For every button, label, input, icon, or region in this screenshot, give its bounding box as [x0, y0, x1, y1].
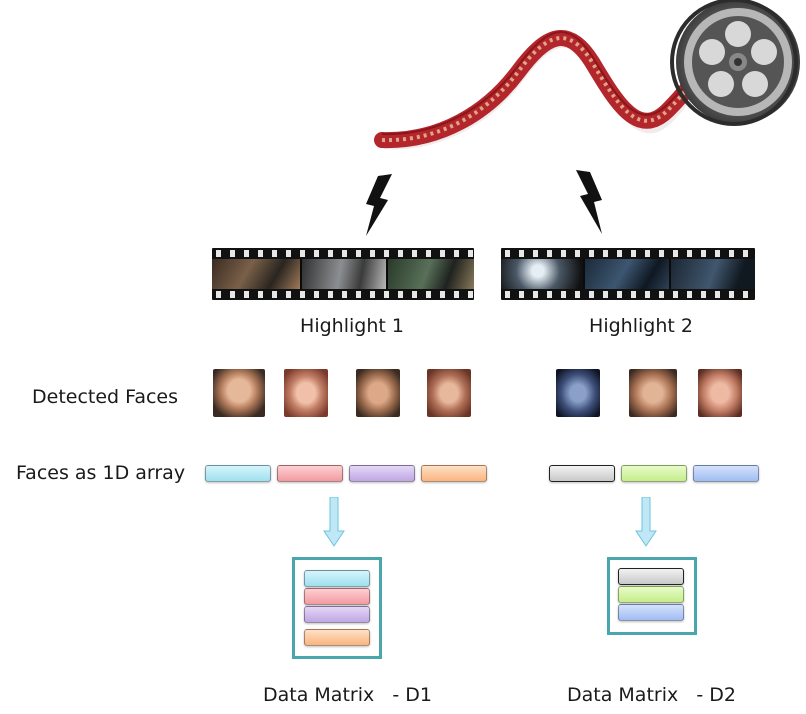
- highlight-2-label: Highlight 2: [589, 315, 693, 337]
- face-vector-bar: [621, 465, 687, 482]
- data-matrix-d1-label: Data Matrix - D1: [263, 684, 432, 706]
- film-reel-graphic: [374, 0, 800, 150]
- matrix-row: [304, 629, 370, 646]
- data-matrix-d1: [292, 557, 382, 659]
- down-arrow-icon-left: [323, 497, 345, 547]
- matrix-row: [304, 570, 370, 587]
- lightning-bolt-icon-left: [366, 174, 392, 236]
- face-vector-bar: [549, 465, 615, 482]
- face-vector-bar: [277, 465, 343, 482]
- matrix-row: [618, 604, 684, 621]
- face-thumbnail: [629, 369, 677, 417]
- face-vector-bar: [349, 465, 415, 482]
- data-matrix-d2-label: Data Matrix - D2: [567, 684, 736, 706]
- matrix-row: [618, 568, 684, 585]
- reel-icon: [670, 0, 800, 126]
- face-thumbnail: [356, 369, 400, 417]
- matrix-row: [304, 606, 370, 623]
- face-vector-bar: [693, 465, 759, 482]
- detected-faces-label: Detected Faces: [32, 386, 179, 408]
- down-arrow-icon-right: [635, 497, 657, 547]
- face-thumbnail: [427, 369, 471, 417]
- face-thumbnail: [284, 369, 328, 417]
- lightning-bolt-icon-right: [576, 170, 602, 234]
- highlight-1-label: Highlight 1: [300, 315, 404, 337]
- face-thumbnail: [556, 369, 600, 417]
- face-vector-bar: [421, 465, 487, 482]
- face-thumbnail: [213, 369, 265, 417]
- face-vector-bar: [205, 465, 271, 482]
- matrix-row: [618, 586, 684, 603]
- film-strip-highlight-1: [212, 248, 474, 300]
- data-matrix-d2: [607, 557, 697, 635]
- matrix-row: [304, 588, 370, 605]
- film-strip-highlight-2: [501, 248, 755, 300]
- faces-array-label: Faces as 1D array: [16, 462, 186, 484]
- face-thumbnail: [698, 369, 742, 417]
